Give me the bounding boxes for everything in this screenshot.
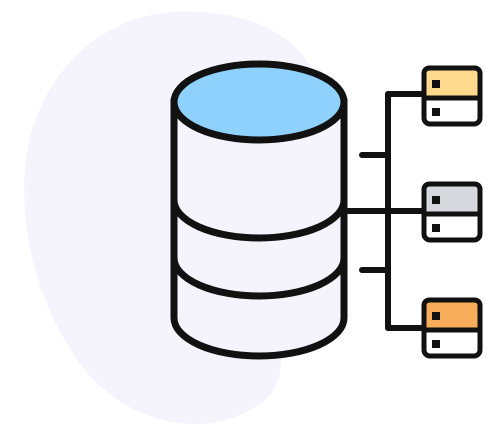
connector-lines bbox=[337, 91, 427, 331]
server-unit-icon bbox=[421, 297, 483, 359]
server-unit-icon bbox=[421, 65, 483, 127]
database-cylinder-icon bbox=[170, 60, 348, 360]
server-unit-icon bbox=[421, 181, 483, 243]
